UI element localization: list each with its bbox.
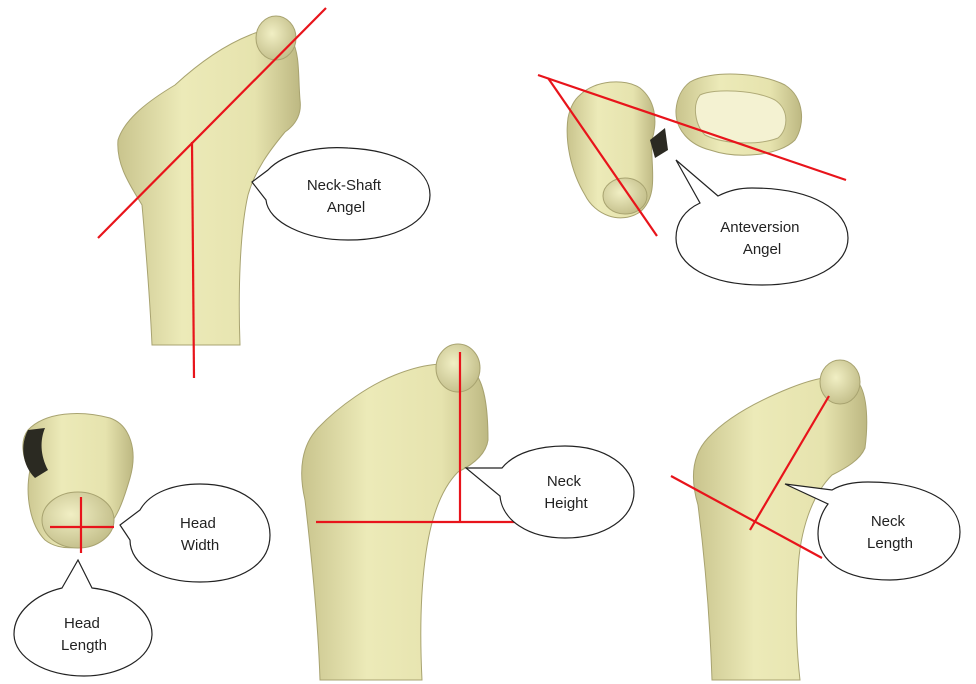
panel-neck-shaft-angle: Neck-Shaft Angel [98, 8, 430, 378]
callout-neck-shaft: Neck-Shaft Angel [252, 148, 430, 240]
panel-anteversion-angle: Anteversion Angel [538, 74, 848, 285]
panel-neck-height: Neck Height [302, 344, 634, 680]
head-length-label-line1: Head [64, 615, 100, 632]
neck-height-label-line2: Height [544, 495, 588, 512]
head-width-label-line2: Width [181, 537, 219, 554]
femur-head [820, 360, 860, 404]
head-width-label-line1: Head [180, 515, 216, 532]
callout-head-width: Head Width [120, 484, 270, 582]
callout-head-length: Head Length [14, 560, 152, 676]
callout-neck-height: Neck Height [466, 446, 634, 538]
neck-height-label-line1: Neck [547, 473, 582, 490]
anteversion-label-line1: Anteversion [720, 219, 799, 236]
neck-shaft-label-line2: Angel [327, 199, 365, 216]
femur-head [256, 16, 296, 60]
anteversion-label-line2: Angel [743, 241, 781, 258]
callout-anteversion: Anteversion Angel [676, 160, 848, 285]
panel-head-dimensions: Head Width Head Length [14, 414, 270, 676]
neck-shaft-label-line1: Neck-Shaft [307, 177, 382, 194]
neck-length-label-line2: Length [867, 535, 913, 552]
condyle-top-surface [695, 91, 785, 143]
head-end-view [603, 178, 647, 214]
callout-neck-length: Neck Length [785, 482, 960, 580]
neck-length-label-line1: Neck [871, 513, 906, 530]
panel-neck-length: Neck Length [671, 360, 960, 680]
head-length-label-line2: Length [61, 637, 107, 654]
head-end-view [42, 492, 114, 548]
femur-head [436, 344, 480, 392]
